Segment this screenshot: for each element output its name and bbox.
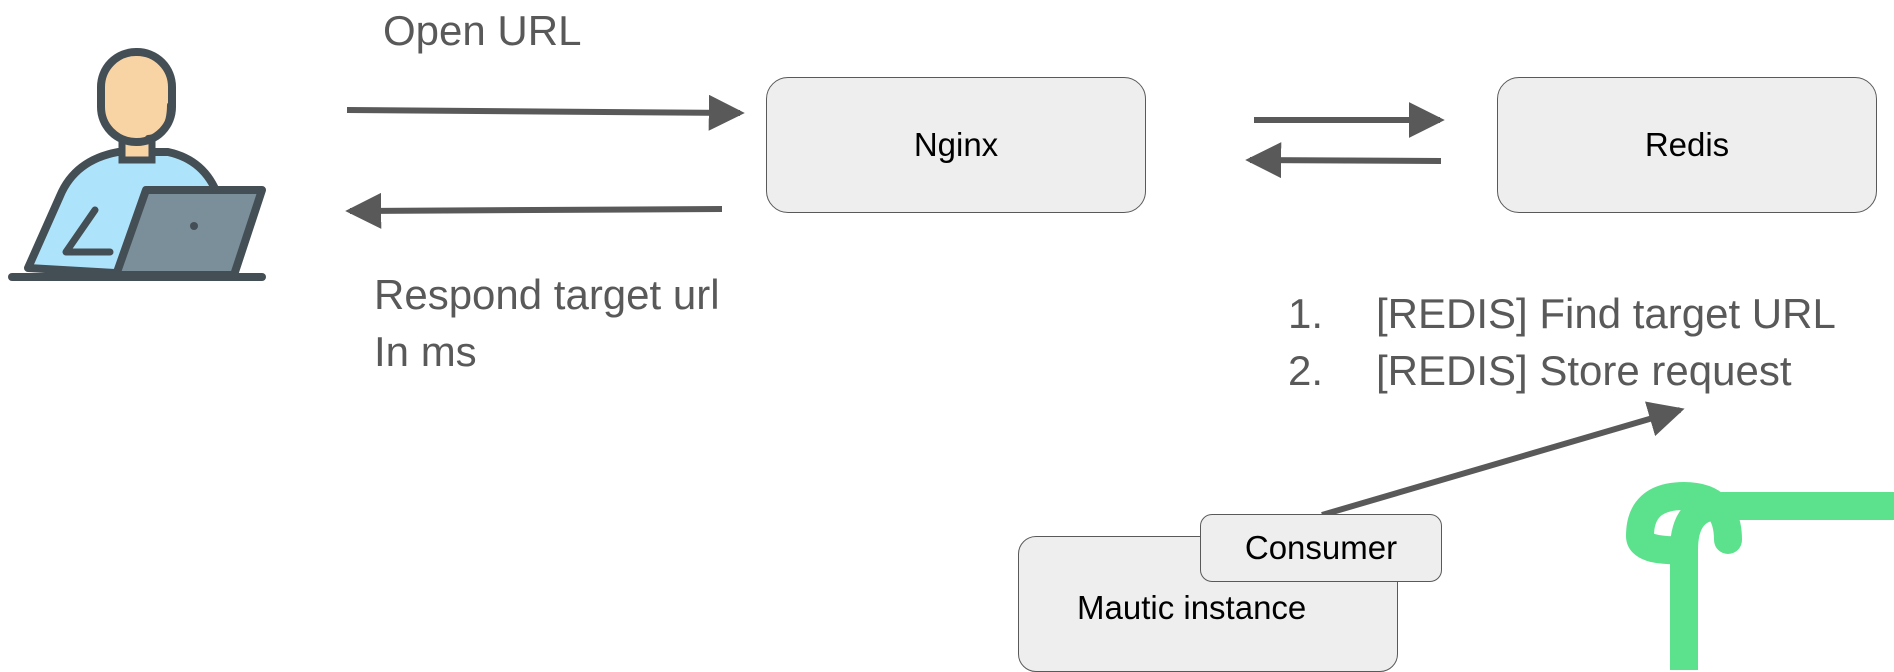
consumer-to-steps-arrow bbox=[1321, 401, 1685, 518]
step-item: 2. [REDIS] Store request bbox=[1288, 342, 1836, 399]
person-at-laptop-icon bbox=[8, 48, 266, 281]
step-number: 2. bbox=[1288, 347, 1324, 394]
respond-label-line2: In ms bbox=[374, 328, 477, 375]
step-text: [REDIS] Find target URL bbox=[1376, 290, 1836, 337]
open-url-label: Open URL bbox=[383, 7, 582, 54]
step-text: [REDIS] Store request bbox=[1376, 347, 1792, 394]
nginx-node: Nginx bbox=[766, 77, 1146, 213]
respond-label-line1: Respond target url bbox=[374, 271, 720, 318]
consumer-node-label: Consumer bbox=[1244, 529, 1398, 566]
respond-arrow bbox=[345, 192, 723, 229]
redis-node: Redis bbox=[1497, 77, 1877, 213]
green-loop-logo bbox=[1625, 481, 1894, 670]
step-number: 1. bbox=[1288, 290, 1324, 337]
mautic-instance-label: Mautic instance bbox=[1077, 589, 1307, 626]
redis-to-nginx-arrow bbox=[1245, 142, 1442, 179]
steps-list: 1. [REDIS] Find target URL 2. [REDIS] Stor… bbox=[1288, 285, 1836, 399]
redis-node-label: Redis bbox=[1644, 126, 1730, 163]
step-item: 1. [REDIS] Find target URL bbox=[1288, 285, 1836, 342]
nginx-node-label: Nginx bbox=[913, 126, 999, 163]
consumer-node: Consumer bbox=[1200, 514, 1442, 582]
open-url-arrow bbox=[346, 94, 745, 131]
